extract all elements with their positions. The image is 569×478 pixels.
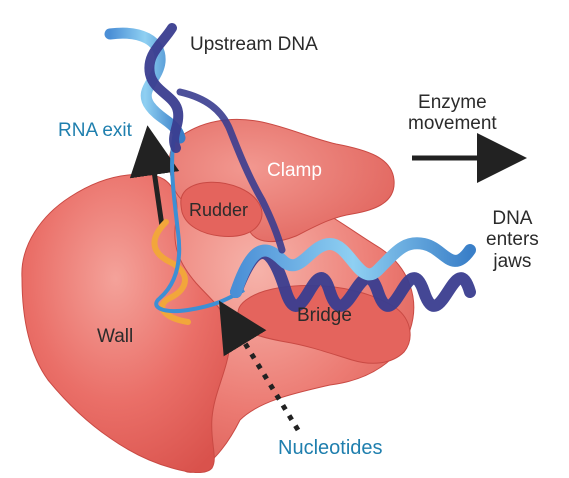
rna-exit-arrow [129, 125, 180, 227]
nucleotides-label: Nucleotides [278, 437, 383, 459]
enzyme-movement-line2: movement [408, 113, 497, 135]
nucleotides-arrow [218, 300, 301, 432]
dna-enters-line2: enters [486, 229, 539, 251]
downstream-dna-helix [230, 237, 476, 312]
upstream-dna-helix [104, 23, 286, 254]
dna-enters-line3: jaws [493, 250, 532, 272]
wall-label: Wall [97, 326, 134, 347]
bridge-label: Bridge [297, 305, 352, 326]
wall-domain [21, 173, 231, 474]
dna-enters-line1: DNA [492, 208, 533, 229]
upstream-dna-label: Upstream DNA [190, 34, 318, 55]
clamp-label: Clamp [267, 160, 322, 181]
enzyme-movement-label: Enzyme movement [408, 92, 497, 135]
enzyme-movement-line1: Enzyme [418, 92, 487, 113]
dna-enters-jaws-label: DNA enters jaws [486, 208, 539, 272]
template-strand [154, 127, 245, 313]
rna-exit-label: RNA exit [58, 120, 132, 141]
rudder-label: Rudder [189, 200, 249, 220]
rudder-domain [180, 181, 263, 237]
